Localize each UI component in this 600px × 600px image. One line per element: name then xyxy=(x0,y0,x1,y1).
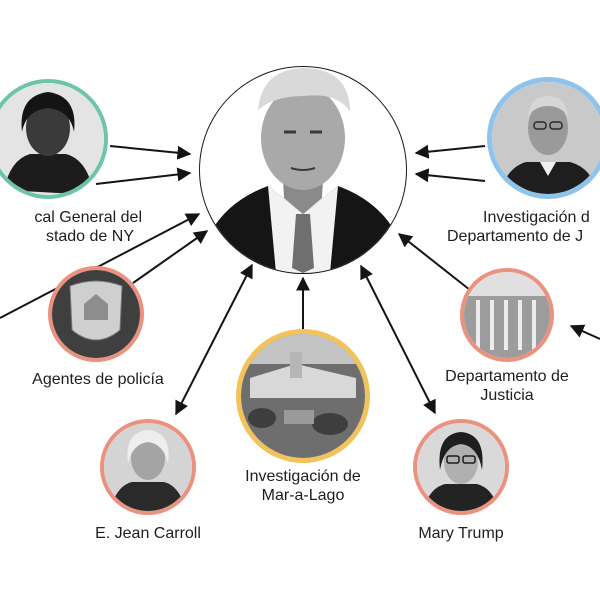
label-doj-line1: Departamento de xyxy=(445,368,569,385)
node-e-jean-carroll xyxy=(100,419,196,515)
image-mar-a-lago xyxy=(241,334,365,458)
edge-nyag-1 xyxy=(109,145,192,160)
label-mar-a-lago-line1: Investigación de xyxy=(245,468,361,485)
label-ny-ag-line1: cal General del xyxy=(34,209,142,226)
edge-police xyxy=(132,230,209,284)
image-police-badge xyxy=(52,270,140,358)
portrait-doj-investigation xyxy=(492,82,600,194)
portrait-center xyxy=(200,67,406,273)
node-mar-a-lago xyxy=(236,329,370,463)
label-mary-trump-text: Mary Trump xyxy=(418,525,504,542)
label-doj-investigation-line2: Departamento de J xyxy=(447,228,584,245)
label-mar-a-lago-line2: Mar-a-Lago xyxy=(261,487,345,504)
label-police: Agentes de policía xyxy=(18,370,178,389)
edge-offscreen-left xyxy=(0,213,201,319)
label-carroll-text: E. Jean Carroll xyxy=(95,525,201,542)
label-ny-ag-line2: stado de NY xyxy=(45,228,134,245)
label-doj-investigation-line1: Investigación d xyxy=(483,209,590,226)
label-doj-investigation: Investigación d Departamento de J xyxy=(447,208,600,246)
image-doj-building xyxy=(464,272,550,358)
edge-doj xyxy=(397,233,471,291)
edge-dojinv-2 xyxy=(414,168,486,183)
edge-carroll xyxy=(175,263,253,416)
portrait-mary-trump xyxy=(417,423,505,511)
node-police xyxy=(48,266,144,362)
edges xyxy=(0,144,600,416)
label-police-text: Agentes de policía xyxy=(32,371,164,388)
portrait-carroll xyxy=(104,423,192,511)
edge-nyag-2 xyxy=(95,167,192,185)
edge-dojinv-1 xyxy=(414,144,486,159)
label-carroll: E. Jean Carroll xyxy=(73,524,223,543)
node-doj-investigation xyxy=(487,77,600,199)
label-doj-line2: Justicia xyxy=(480,387,534,404)
label-mar-a-lago: Investigación de Mar-a-Lago xyxy=(218,467,388,505)
node-ny-attorney-general xyxy=(0,79,108,199)
label-mary-trump: Mary Trump xyxy=(398,524,524,543)
label-doj: Departamento de Justicia xyxy=(437,367,577,405)
edge-mary-trump xyxy=(360,264,436,415)
node-doj xyxy=(460,268,554,362)
node-mary-trump xyxy=(413,419,509,515)
edge-offscreen-right xyxy=(569,324,600,340)
portrait-ny-ag xyxy=(0,83,104,195)
node-center-trump xyxy=(199,66,407,274)
label-ny-ag: cal General del stado de NY xyxy=(0,208,142,246)
